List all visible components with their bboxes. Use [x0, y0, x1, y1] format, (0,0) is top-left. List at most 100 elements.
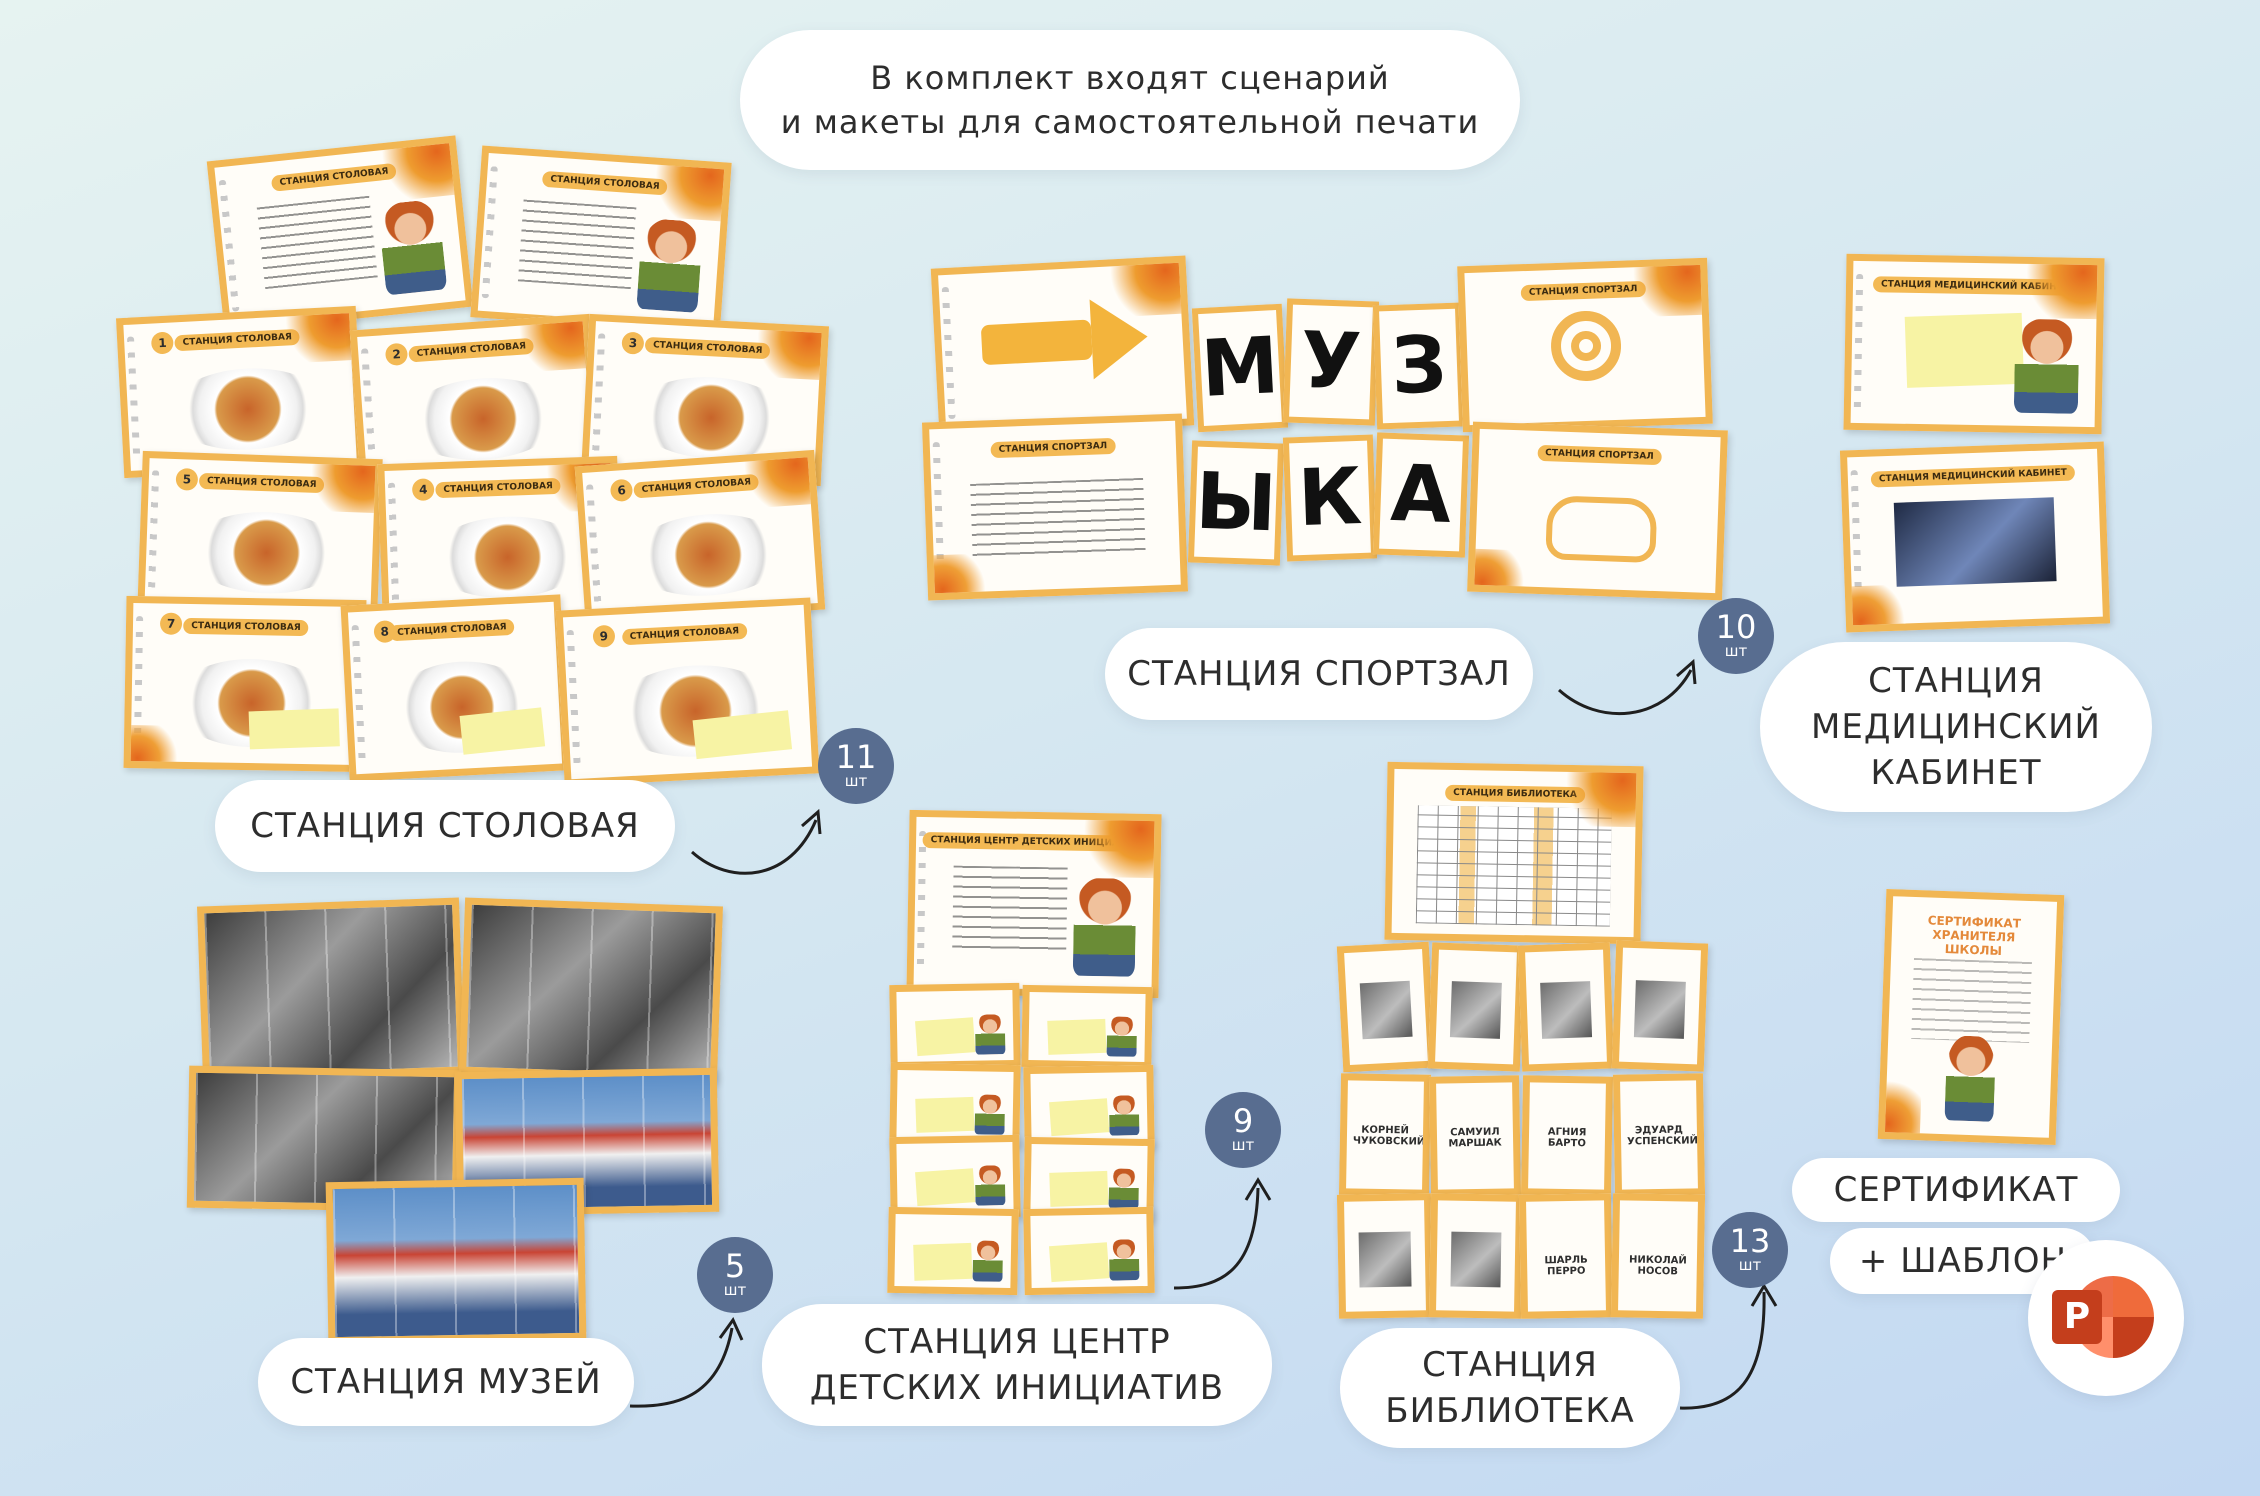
med-pill: СТАНЦИЯ МЕДИЦИНСКИЙ КАБИНЕТ — [1760, 642, 2152, 812]
riddle-text — [256, 195, 378, 290]
badge-number: 11 — [835, 738, 877, 776]
rings — [387, 482, 400, 606]
sticky-note — [1904, 312, 2024, 388]
sticky-note — [914, 1017, 975, 1057]
autumn-leaves — [925, 553, 992, 601]
author-name-card-4: ЭДУАРД УСПЕНСКИЙ — [1612, 1073, 1706, 1197]
boy-character — [974, 1013, 1006, 1056]
author-photo — [1450, 1231, 1502, 1288]
cipher-table-card: СТАНЦИЯ БИБЛИОТЕКА — [1384, 761, 1644, 945]
food-photo — [401, 372, 565, 466]
biblioteka-title-line-2: БИБЛИОТЕКА — [1385, 1391, 1635, 1431]
card-number: 4 — [411, 478, 435, 501]
author-name-card-3: АГНИЯ БАРТО — [1520, 1075, 1614, 1197]
museum-photo-5 — [325, 1177, 587, 1345]
boy-character — [1108, 1238, 1140, 1281]
rings — [1853, 273, 1864, 411]
certificate-card: СЕРТИФИКАТ ХРАНИТЕЛЯ ШКОЛЫ — [1877, 888, 2065, 1146]
rings — [360, 348, 377, 471]
letter-card-y: Ы — [1187, 440, 1285, 566]
author-name: АГНИЯ БАРТО — [1547, 1126, 1587, 1150]
sticky-note — [914, 1168, 975, 1207]
sportzal-count-badge: 10 шт — [1698, 598, 1774, 674]
stolovaya-count-badge: 11 шт — [818, 728, 894, 804]
instruments-drawing — [970, 477, 1146, 560]
med-photo-card: СТАНЦИЯ МЕДИЦИНСКИЙ КАБИНЕТ — [1839, 441, 2111, 633]
centr-count-badge: 9 шт — [1205, 1092, 1281, 1168]
hint-card-7 — [887, 1206, 1019, 1296]
food-card-7: 7 СТАНЦИЯ СТОЛОВАЯ — [123, 595, 367, 773]
template-label: + ШАБЛОН — [1858, 1241, 2068, 1281]
centr-title-line-1: СТАНЦИЯ ЦЕНТР — [863, 1322, 1171, 1362]
card-label: СТАНЦИЯ СПОРТЗАЛ — [990, 437, 1116, 458]
museum-photo-1 — [197, 897, 465, 1083]
boy-character — [1108, 1095, 1140, 1136]
powerpoint-icon: P — [2028, 1240, 2184, 1396]
certificate-text — [1911, 958, 2032, 1043]
author-name: САМУИЛ МАРШАК — [1448, 1126, 1502, 1150]
badge-unit: шт — [844, 772, 868, 790]
sticky-note — [1048, 1242, 1109, 1282]
rings — [351, 624, 366, 762]
arrow-card — [930, 255, 1195, 439]
certificate-title-label: СЕРТИФИКАТ — [1833, 1170, 2079, 1210]
letter-card-a: А — [1372, 432, 1470, 558]
sticky-note — [459, 707, 546, 755]
author-photo — [1359, 981, 1413, 1040]
autumn-leaves — [1075, 811, 1162, 878]
boy-character — [1073, 877, 1137, 978]
boy-character — [1944, 1035, 1997, 1122]
intro-text — [952, 865, 1068, 956]
autumn-leaves — [508, 313, 594, 374]
boy-character — [636, 217, 704, 314]
author-photo-card-4 — [1611, 940, 1709, 1072]
author-photo-card-6 — [1428, 1193, 1524, 1319]
centr-title-line-2: ДЕТСКИХ ИНИЦИАТИВ — [809, 1368, 1225, 1408]
card-label: СТАНЦИЯ СТОЛОВАЯ — [183, 618, 309, 637]
card-label: СТАНЦИЯ МЕДИЦИНСКИЙ КАБИНЕТ — [1870, 464, 2076, 488]
boy-character — [974, 1094, 1006, 1135]
rings — [941, 287, 956, 419]
autumn-leaves — [300, 455, 383, 514]
food-photo — [626, 508, 790, 602]
letter-card-u: У — [1282, 298, 1380, 426]
stolovaya-title: СТАНЦИЯ СТОЛОВАЯ — [250, 806, 640, 846]
rings — [481, 165, 498, 299]
card-label: СТАНЦИЯ СТОЛОВАЯ — [621, 622, 748, 645]
muzei-pill: СТАНЦИЯ МУЗЕЙ — [258, 1338, 634, 1426]
card-number: 2 — [384, 342, 409, 366]
boy-character — [972, 1239, 1004, 1283]
stolovaya-pill: СТАНЦИЯ СТОЛОВАЯ — [215, 780, 675, 872]
autumn-leaves — [643, 156, 732, 222]
stolovaya-arrow-icon — [691, 808, 822, 875]
header-pill: В комплект входят сценарий и макеты для … — [740, 30, 1520, 170]
autumn-leaves — [745, 321, 830, 381]
badge-unit: шт — [1738, 1256, 1762, 1274]
author-photo-card-1 — [1336, 941, 1436, 1073]
letter-card-m: М — [1191, 303, 1289, 433]
autumn-leaves — [1556, 763, 1644, 828]
hint-card-1 — [889, 982, 1021, 1070]
letter-card-k: К — [1282, 434, 1378, 562]
letter-card-z: З — [1372, 302, 1466, 430]
sticky-note — [912, 1242, 972, 1281]
sportzal-arrow-icon — [1557, 658, 1697, 716]
spiral-card: СТАНЦИЯ СПОРТЗАЛ — [1457, 257, 1713, 433]
boy-character — [1106, 1016, 1138, 1057]
biblioteka-title-line-1: СТАНЦИЯ — [1422, 1345, 1598, 1385]
rings — [218, 179, 240, 313]
author-photo-card-3 — [1517, 942, 1615, 1072]
badge-number: 13 — [1729, 1222, 1771, 1260]
sticky-note — [1046, 1019, 1106, 1056]
card-number: 7 — [159, 612, 183, 636]
stolovaya-riddle-card-2: СТАНЦИЯ СТОЛОВАЯ — [470, 145, 732, 335]
autumn-leaves — [1843, 584, 1911, 633]
food-photo — [166, 364, 329, 455]
rings — [566, 629, 581, 767]
med-title-line-1: СТАНЦИЯ — [1868, 661, 2044, 701]
orange-arrow-icon — [980, 319, 1093, 366]
rings — [591, 332, 606, 456]
autumn-leaves — [123, 724, 183, 770]
theatre-photo — [1893, 497, 2057, 587]
med-title-line-3: КАБИНЕТ — [1870, 753, 2042, 793]
